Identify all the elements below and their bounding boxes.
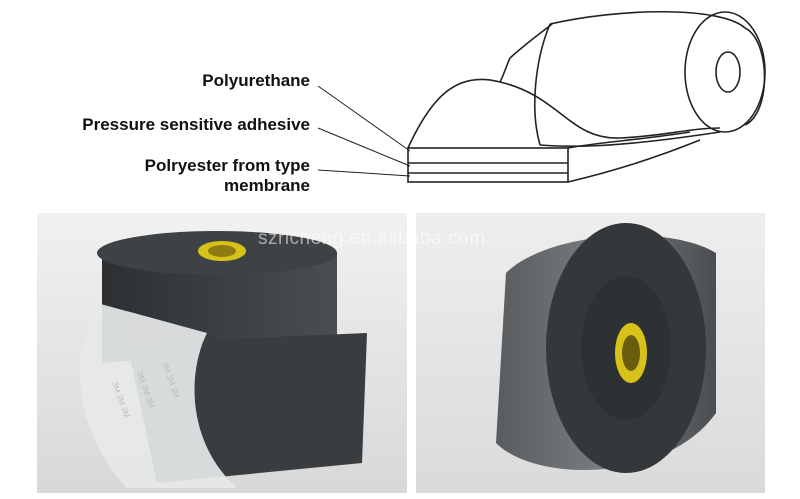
label-membrane: Polryester from type membrane (144, 156, 310, 195)
tape-roll-side-image (416, 213, 765, 493)
layer-diagram: Polyurethane Pressure sensitive adhesive… (0, 0, 800, 200)
label-polyurethane: Polyurethane (202, 71, 310, 90)
photo-tape-roll-with-liner: 3M 3M 3M 3M 3M 3M 3M 3M 3M (37, 213, 407, 493)
photo-tape-roll-side (416, 213, 765, 493)
tape-roll-line-drawing (317, 10, 766, 183)
tape-roll-liner-image: 3M 3M 3M 3M 3M 3M 3M 3M 3M (37, 213, 407, 493)
watermark-text: szricheng.en.alibaba.com (258, 228, 486, 249)
label-adhesive: Pressure sensitive adhesive (82, 115, 310, 134)
